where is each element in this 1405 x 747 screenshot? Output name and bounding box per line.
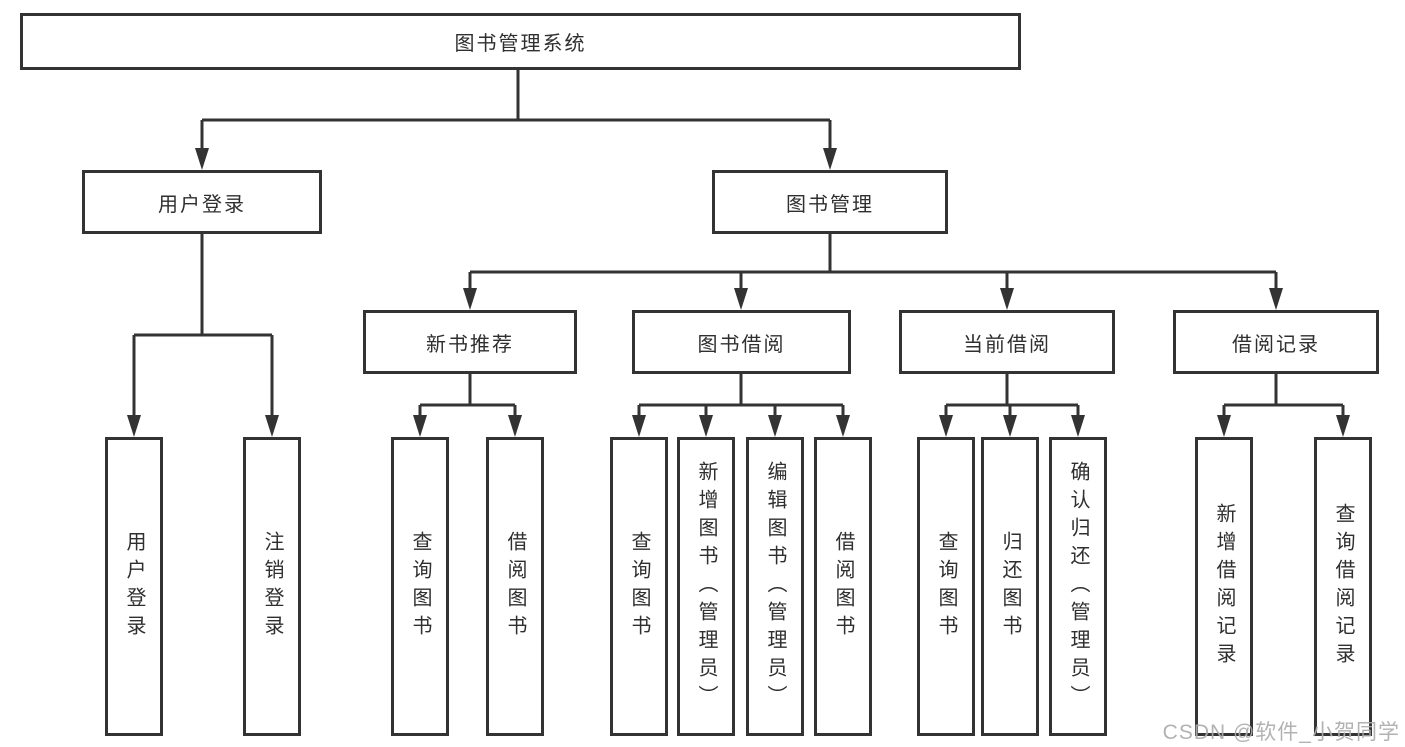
- leaf-query-borrow-record: 查询借阅记录: [1314, 437, 1372, 736]
- leaf-recommend-query-books: 查询图书: [391, 437, 449, 736]
- leaf-logout-label: 注销登录: [261, 530, 283, 643]
- node-borrowing-records: 借阅记录: [1173, 310, 1379, 374]
- leaf-user-login: 用户登录: [105, 437, 163, 736]
- leaf-recommend-query-books-label: 查询图书: [409, 530, 431, 643]
- node-current-borrowing: 当前借阅: [899, 310, 1115, 374]
- node-new-book-recommend: 新书推荐: [363, 310, 577, 374]
- leaf-edit-book-admin-label: 编辑图书（管理员）: [764, 460, 786, 713]
- node-book-borrowing: 图书借阅: [632, 310, 851, 374]
- leaf-user-login-label: 用户登录: [123, 530, 145, 643]
- node-book-management: 图书管理: [712, 170, 948, 234]
- node-user-login-label: 用户登录: [158, 193, 246, 216]
- leaf-add-borrow-record: 新增借阅记录: [1195, 437, 1253, 736]
- leaf-add-borrow-record-label: 新增借阅记录: [1213, 502, 1235, 671]
- leaf-recommend-borrow-books-label: 借阅图书: [504, 530, 526, 643]
- leaf-edit-book-admin: 编辑图书（管理员）: [746, 437, 804, 736]
- node-book-borrowing-label: 图书借阅: [697, 333, 786, 356]
- leaf-query-borrow-record-label: 查询借阅记录: [1332, 502, 1354, 671]
- node-library-system-label: 图书管理系统: [454, 33, 587, 55]
- node-new-book-recommend-label: 新书推荐: [426, 333, 514, 356]
- leaf-confirm-return-admin: 确认归还（管理员）: [1049, 437, 1107, 736]
- node-borrowing-records-label: 借阅记录: [1232, 333, 1320, 356]
- leaf-confirm-return-admin-label: 确认归还（管理员）: [1067, 460, 1089, 713]
- leaf-borrowing-query-books-label: 查询图书: [628, 530, 650, 643]
- node-book-management-label: 图书管理: [786, 193, 874, 216]
- leaf-add-book-admin-label: 新增图书（管理员）: [695, 460, 717, 713]
- leaf-borrowing-borrow-books-label: 借阅图书: [832, 530, 854, 643]
- arrowheads: [127, 148, 1350, 437]
- leaf-return-books-label: 归还图书: [999, 530, 1021, 643]
- leaf-logout: 注销登录: [243, 437, 301, 736]
- node-user-login: 用户登录: [82, 170, 322, 234]
- leaf-borrowing-borrow-books: 借阅图书: [814, 437, 872, 736]
- leaf-add-book-admin: 新增图书（管理员）: [677, 437, 735, 736]
- node-library-system: 图书管理系统: [20, 13, 1021, 70]
- leaf-return-books: 归还图书: [981, 437, 1039, 736]
- leaf-borrowing-query-books: 查询图书: [610, 437, 668, 736]
- node-current-borrowing-label: 当前借阅: [963, 333, 1051, 356]
- leaf-current-query-books-label: 查询图书: [935, 530, 957, 643]
- leaf-recommend-borrow-books: 借阅图书: [486, 437, 544, 736]
- leaf-current-query-books: 查询图书: [917, 437, 975, 736]
